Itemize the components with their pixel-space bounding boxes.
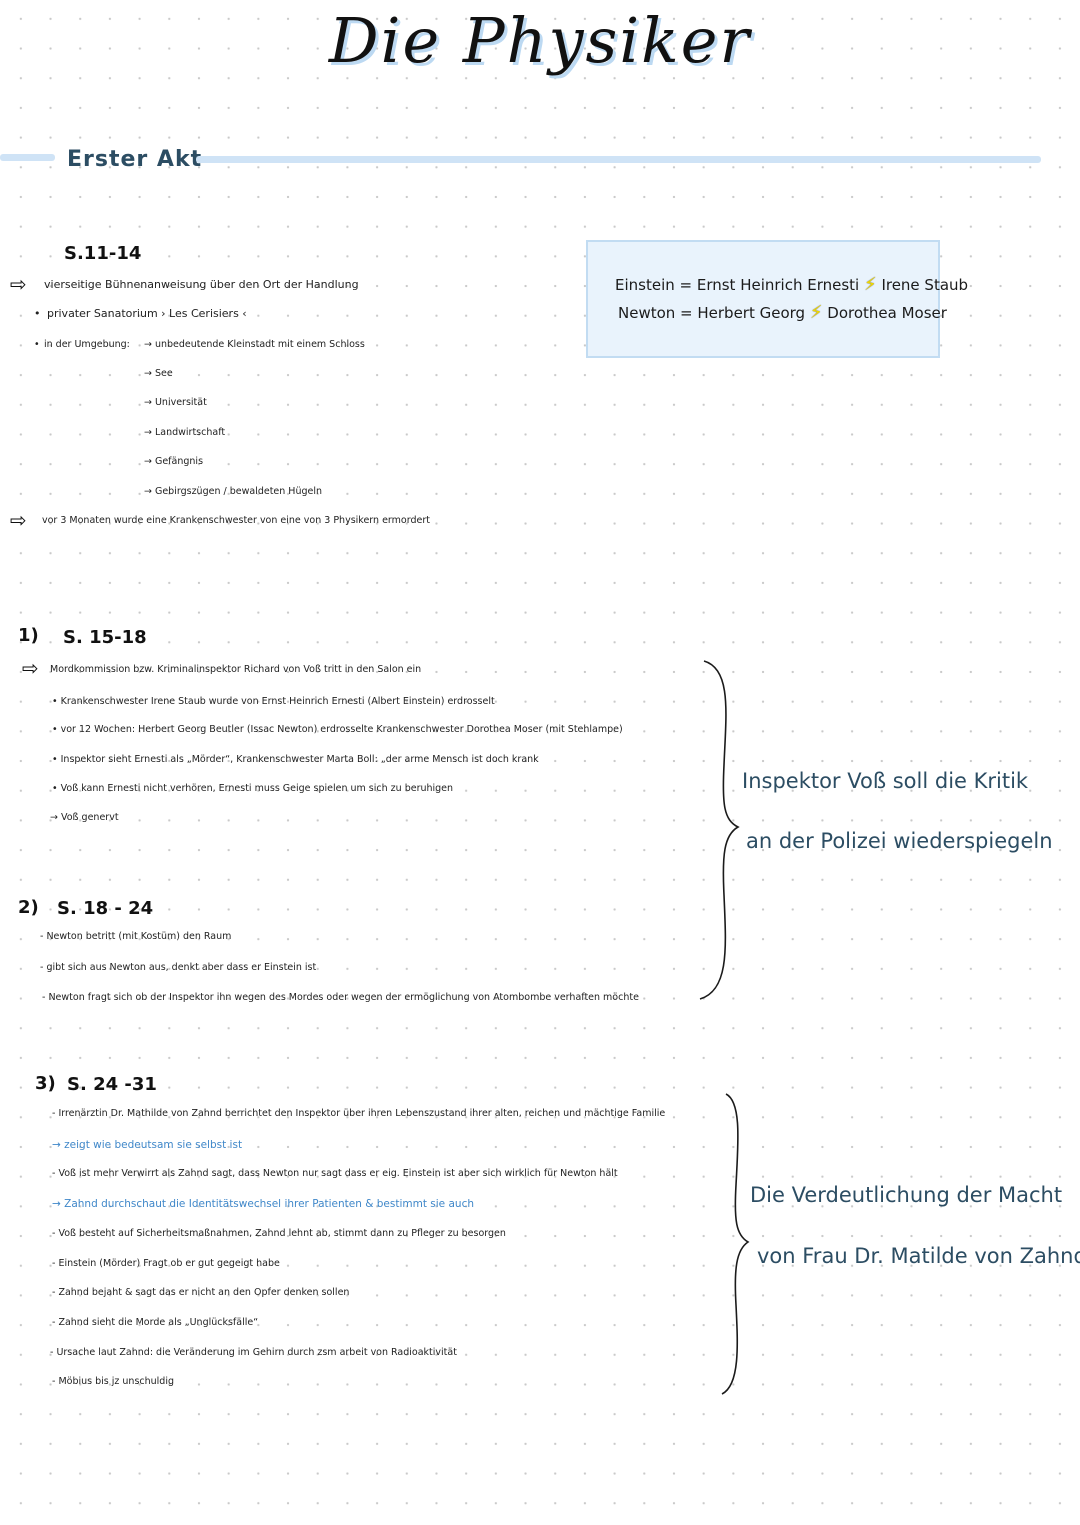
section1-line: • Inspektor sieht Ernesti als „Mörder“, …	[52, 754, 539, 765]
section1-intro: Mordkommission bzw. Kriminalinspektor Ri…	[50, 664, 422, 675]
lightning-icon: ⚡	[809, 302, 823, 323]
newton-line: Newton = Herbert Georg ⚡ Dorothea Moser	[618, 302, 947, 323]
note1-line2: an der Polizei wiederspiegeln	[746, 829, 1053, 853]
surrounding-item: → See	[144, 368, 173, 379]
character-box: Einstein = Ernst Heinrich Ernesti ⚡ Iren…	[586, 240, 968, 358]
note1-line1: Inspektor Voß soll die Kritik	[742, 769, 1029, 793]
section3-number: 3)	[35, 1073, 56, 1094]
section1-line: • vor 12 Wochen: Herbert Georg Beutler (…	[52, 724, 623, 735]
section3-line: - Irrenärztin Dr. Mathilde von Zahnd ber…	[52, 1108, 666, 1119]
einstein-identity: Einstein = Ernst Heinrich Ernesti	[615, 276, 860, 294]
section2-line: - Newton betritt (mit Kostüm) den Raum	[40, 931, 232, 942]
newton-identity: Newton = Herbert Georg	[618, 304, 806, 322]
section0-conclusion: vor 3 Monaten wurde eine Krankenschweste…	[42, 515, 430, 526]
section2-heading: S. 18 - 24	[57, 898, 154, 919]
double-arrow-icon: ⇨	[22, 656, 39, 680]
section1-line: • Voß kann Ernesti nicht verhören, Ernes…	[52, 783, 454, 794]
section3-line-highlight: → Zahnd durchschaut die Identitätswechse…	[52, 1198, 474, 1210]
curly-brace	[699, 660, 740, 1000]
double-arrow-icon: ⇨	[10, 272, 27, 296]
header-rule-left	[0, 154, 55, 161]
section3-heading: S. 24 -31	[67, 1074, 157, 1095]
surrounding-item: → Landwirtschaft	[144, 427, 226, 438]
einstein-victim: Irene Staub	[881, 276, 969, 294]
lightning-icon: ⚡	[864, 274, 877, 295]
section3-line: - Einstein (Mörder) Fragt ob er gut gege…	[52, 1258, 280, 1269]
newton-victim: Dorothea Moser	[827, 304, 947, 322]
curly-brace	[721, 1093, 750, 1395]
surrounding-item: → unbedeutende Kleinstadt mit einem Schl…	[144, 339, 365, 350]
section1-heading: S. 15-18	[63, 627, 147, 648]
section3-line: - Zahnd bejaht & sagt das er nicht an de…	[52, 1287, 350, 1298]
section3-line: - Zahnd sieht die Morde als „Unglücksfäl…	[52, 1317, 259, 1328]
surrounding-item: → Gefängnis	[144, 456, 204, 467]
page-title: Die Physiker	[328, 4, 752, 77]
surrounding-item: → Gebirgszügen / bewaldeten Hügeln	[144, 486, 323, 497]
einstein-line: Einstein = Ernst Heinrich Ernesti ⚡ Iren…	[615, 274, 968, 295]
section0-intro: vierseitige Bühnenanweisung über den Ort…	[44, 278, 359, 291]
section3-line: - Voß ist mehr Verwirrt als Zahnd sagt, …	[52, 1168, 618, 1179]
section1-line: • Krankenschwester Irene Staub wurde von…	[52, 696, 495, 707]
section1-number: 1)	[18, 625, 39, 646]
double-arrow-icon: ⇨	[10, 508, 27, 532]
bullet-dot: •	[34, 307, 41, 320]
section2-line: - Newton fragt sich ob der Inspektor ihn…	[42, 992, 639, 1003]
section3-line: - Ursache laut Zahnd: die Veränderung im…	[50, 1347, 457, 1358]
section0-bullet2-label: in der Umgebung:	[44, 339, 130, 350]
section3-line: - Voß besteht auf Sicherheitsmaßnahmen, …	[52, 1228, 506, 1239]
note2-line2: von Frau Dr. Matilde von Zahnd	[757, 1244, 1080, 1268]
section1-line: → Voß genervt	[50, 812, 119, 823]
act-heading: Erster Akt	[67, 147, 203, 172]
section2-number: 2)	[18, 897, 39, 918]
bullet-dot: •	[34, 339, 40, 350]
section3-line-highlight: → zeigt wie bedeutsam sie selbst ist	[52, 1139, 243, 1151]
note2-line1: Die Verdeutlichung der Macht	[750, 1183, 1063, 1207]
header-rule-right	[196, 156, 1041, 163]
section0-bullet1: privater Sanatorium › Les Cerisiers ‹	[47, 307, 247, 320]
section3-line: - Möbius bis jz unschuldig	[52, 1376, 174, 1387]
surrounding-item: → Universität	[144, 397, 207, 408]
section2-line: - gibt sich aus Newton aus, denkt aber d…	[40, 962, 317, 973]
section0-heading: S.11-14	[64, 243, 142, 264]
